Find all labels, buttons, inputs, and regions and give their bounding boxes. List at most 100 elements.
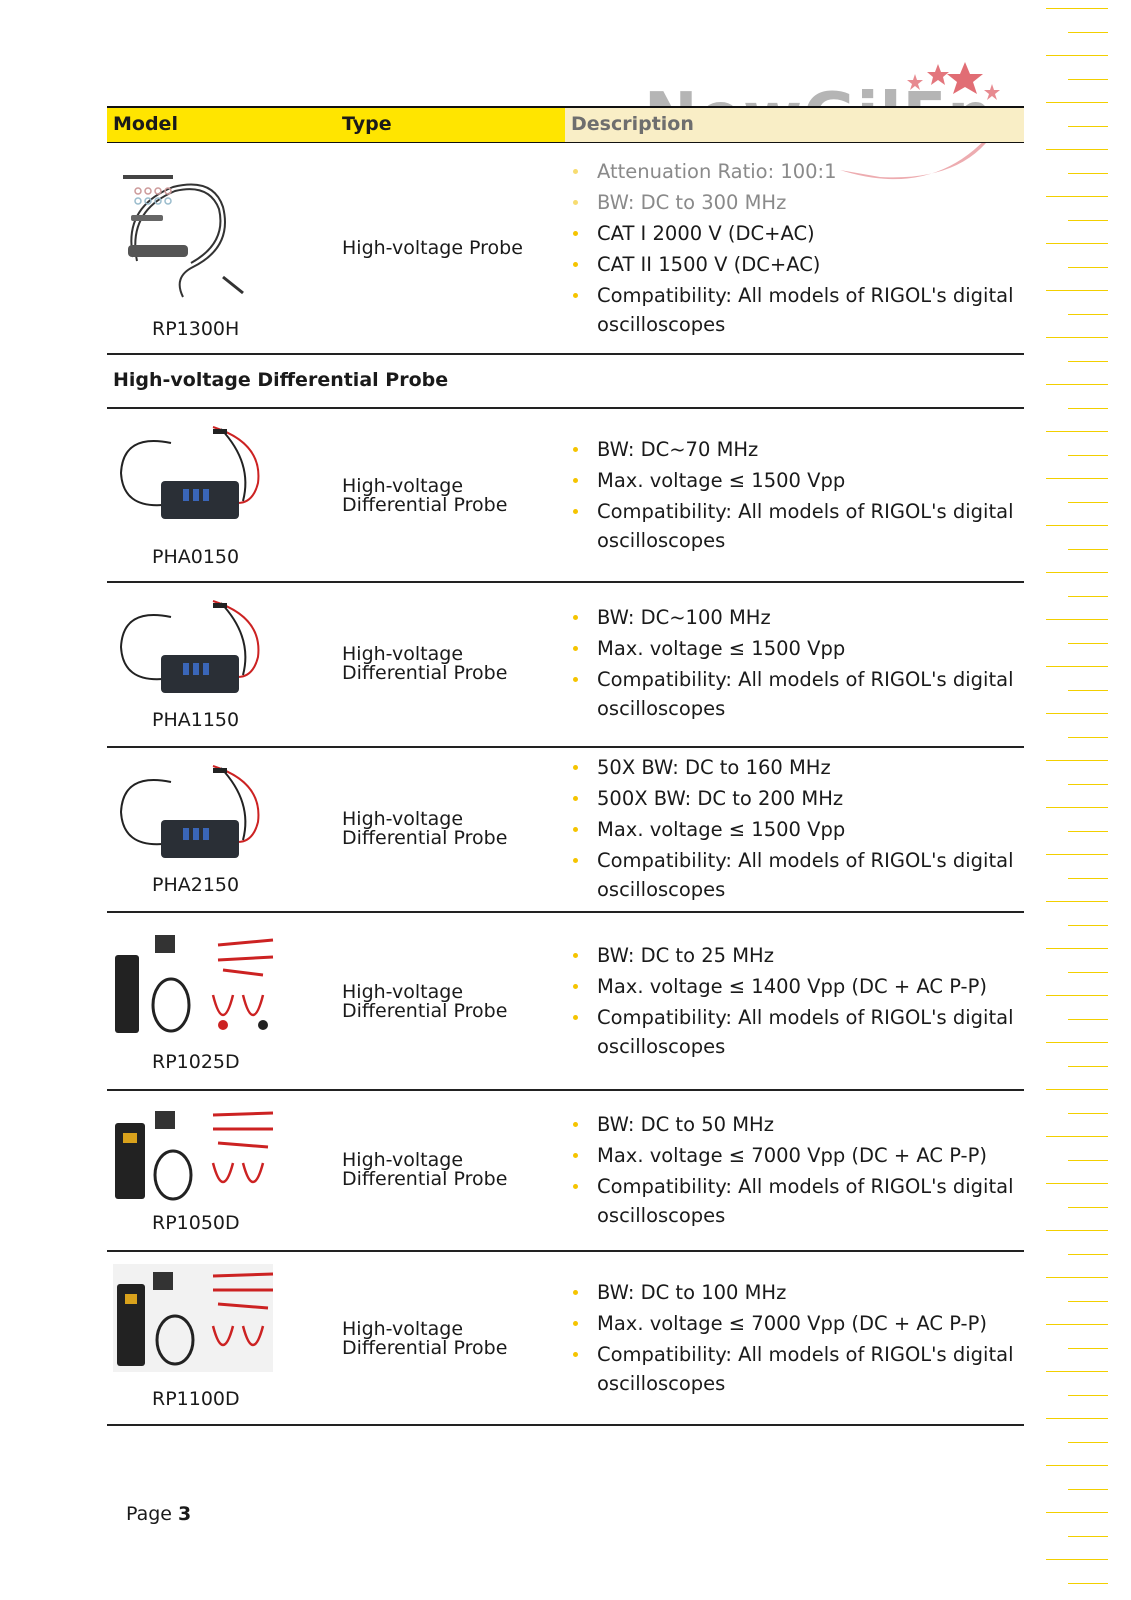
decorative-stripe <box>1046 1371 1108 1372</box>
description-item: Attenuation Ratio: 100:1 <box>565 157 1024 186</box>
description-list: BW: DC to 25 MHz Max. voltage ≤ 1400 Vpp… <box>565 941 1024 1063</box>
decorative-stripe <box>1046 431 1108 432</box>
header-type: Type <box>342 113 392 135</box>
decorative-stripe <box>1068 407 1108 409</box>
page-label: Page <box>126 1503 172 1525</box>
description-item: Compatibility: All models of RIGOL's dig… <box>565 665 1024 723</box>
decorative-stripe <box>1068 266 1108 268</box>
decorative-stripe <box>1068 1300 1108 1302</box>
decorative-stripe <box>1046 102 1108 103</box>
table-row: PHA2150 High-voltage Differential Probe … <box>107 748 1024 913</box>
decorative-stripe <box>1068 31 1108 33</box>
description-item: Compatibility: All models of RIGOL's dig… <box>565 846 1024 904</box>
decorative-stripe <box>1046 1277 1108 1278</box>
description-item: Compatibility: All models of RIGOL's dig… <box>565 1340 1024 1398</box>
table-row: RP1025D High-voltage Differential Probe … <box>107 913 1024 1091</box>
decorative-stripe <box>1046 1559 1108 1560</box>
decorative-stripe <box>1068 783 1108 785</box>
probe-type-line: Differential Probe <box>342 494 508 516</box>
description-item: 500X BW: DC to 200 MHz <box>565 784 1024 813</box>
decorative-stripe <box>1068 1018 1108 1020</box>
decorative-stripe <box>1046 1136 1108 1137</box>
decorative-stripe <box>1068 125 1108 127</box>
differential-probe-kit-image <box>115 935 274 1033</box>
decorative-stripe <box>1046 901 1108 902</box>
description-item: Max. voltage ≤ 1500 Vpp <box>565 634 1024 663</box>
probe-type-line: High-voltage <box>342 1149 464 1171</box>
decorative-stripe <box>1068 1441 1108 1443</box>
section-title: High-voltage Differential Probe <box>113 369 449 391</box>
description-list: BW: DC to 100 MHz Max. voltage ≤ 7000 Vp… <box>565 1278 1024 1400</box>
differential-probe-image <box>119 426 260 519</box>
decorative-stripe <box>1068 877 1108 879</box>
decorative-stripe <box>1046 760 1108 761</box>
decorative-stripe <box>1068 1253 1108 1255</box>
description-item: BW: DC to 25 MHz <box>565 941 1024 970</box>
probe-type: High-voltage Differential Probe <box>342 1320 507 1358</box>
decorative-stripe <box>1068 548 1108 550</box>
description-item: Max. voltage ≤ 1500 Vpp <box>565 815 1024 844</box>
description-item: Compatibility: All models of RIGOL's dig… <box>565 497 1024 555</box>
decorative-stripe <box>1068 1206 1108 1208</box>
description-item: CAT I 2000 V (DC+AC) <box>565 219 1024 248</box>
decorative-stripe <box>1046 1465 1108 1466</box>
decorative-stripe <box>1046 619 1108 620</box>
description-item: Max. voltage ≤ 7000 Vpp (DC + AC P-P) <box>565 1141 1024 1170</box>
decorative-stripe <box>1046 243 1108 244</box>
decorative-stripe <box>1046 290 1108 291</box>
model-name: PHA2150 <box>152 874 240 896</box>
logo-stars-icon <box>840 62 1000 180</box>
decorative-stripe <box>1068 830 1108 832</box>
probe-type: High-voltage Differential Probe <box>342 645 507 683</box>
probe-type: High-voltage Differential Probe <box>342 477 507 515</box>
decorative-stripe <box>1068 971 1108 973</box>
description-list: Attenuation Ratio: 100:1 BW: DC to 300 M… <box>565 157 1024 341</box>
description-item: BW: DC to 100 MHz <box>565 1278 1024 1307</box>
decorative-stripe <box>1046 8 1108 9</box>
table-row: RP1100D High-voltage Differential Probe … <box>107 1252 1024 1426</box>
decorative-stripes <box>1046 0 1131 1600</box>
description-item: Max. voltage ≤ 1500 Vpp <box>565 466 1024 495</box>
decorative-stripe <box>1046 149 1108 150</box>
decorative-stripe <box>1046 854 1108 855</box>
differential-probe-kit-image <box>113 1264 274 1372</box>
decorative-stripe <box>1046 666 1108 667</box>
decorative-stripe <box>1068 172 1108 174</box>
description-item: BW: DC~100 MHz <box>565 603 1024 632</box>
differential-probe-image <box>119 600 260 693</box>
decorative-stripe <box>1046 1089 1108 1090</box>
table-row: PHA1150 High-voltage Differential Probe … <box>107 583 1024 748</box>
decorative-stripe <box>1046 1230 1108 1231</box>
model-name: RP1050D <box>152 1212 240 1234</box>
description-item: Max. voltage ≤ 1400 Vpp (DC + AC P-P) <box>565 972 1024 1001</box>
decorative-stripe <box>1068 689 1108 691</box>
probe-type: High-voltage Differential Probe <box>342 1151 507 1189</box>
high-voltage-probe-image <box>123 175 244 298</box>
decorative-stripe <box>1068 736 1108 738</box>
probe-type-line: Differential Probe <box>342 662 508 684</box>
table-row: RP1300H High-voltage Probe Attenuation R… <box>107 143 1024 355</box>
probe-type: High-voltage Differential Probe <box>342 810 507 848</box>
decorative-stripe <box>1068 1347 1108 1349</box>
decorative-stripe <box>1046 572 1108 573</box>
description-item: Max. voltage ≤ 7000 Vpp (DC + AC P-P) <box>565 1309 1024 1338</box>
decorative-stripe <box>1046 1418 1108 1419</box>
decorative-stripe <box>1068 924 1108 926</box>
probe-table: Model Type Description RP1300H High-volt… <box>107 106 1024 1426</box>
decorative-stripe <box>1068 1065 1108 1067</box>
table-row: RP1050D High-voltage Differential Probe … <box>107 1091 1024 1252</box>
model-name: RP1300H <box>152 318 240 340</box>
description-item: CAT II 1500 V (DC+AC) <box>565 250 1024 279</box>
decorative-stripe <box>1046 196 1108 197</box>
decorative-stripe <box>1046 807 1108 808</box>
probe-type-line: High-voltage <box>342 643 464 665</box>
decorative-stripe <box>1046 995 1108 996</box>
description-item: BW: DC~70 MHz <box>565 435 1024 464</box>
description-item: BW: DC to 300 MHz <box>565 188 1024 217</box>
decorative-stripe <box>1046 384 1108 385</box>
decorative-stripe <box>1046 55 1108 56</box>
description-item: Compatibility: All models of RIGOL's dig… <box>565 1003 1024 1061</box>
decorative-stripe <box>1046 1183 1108 1184</box>
probe-type-line: High-voltage <box>342 475 464 497</box>
decorative-stripe <box>1068 78 1108 80</box>
